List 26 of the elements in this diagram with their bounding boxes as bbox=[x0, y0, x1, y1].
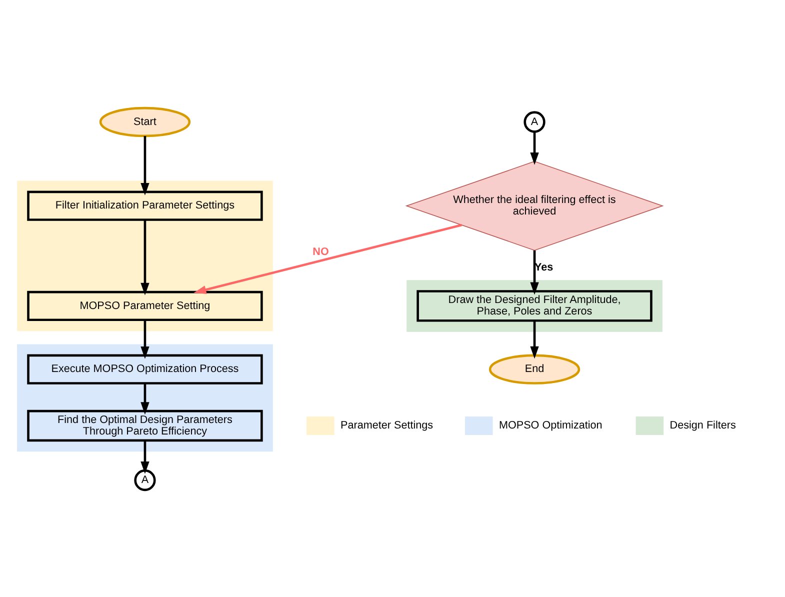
cluster bbox=[17, 180, 273, 331]
arrow bbox=[140, 382, 150, 414]
arrow bbox=[140, 440, 150, 474]
node-box: Find the Optimal Design Parameters Through Pareto Efficiency bbox=[27, 409, 263, 442]
arrow bbox=[530, 250, 539, 294]
arrow bbox=[140, 136, 150, 195]
arrow bbox=[194, 223, 462, 294]
legend-label: MOPSO Optimization bbox=[498, 419, 602, 432]
cluster bbox=[17, 344, 273, 452]
arrow bbox=[530, 320, 539, 358]
edge-label: NO bbox=[312, 245, 329, 258]
node-ellipse: Start bbox=[99, 106, 191, 137]
arrow bbox=[530, 131, 539, 164]
node-box: Execute MOPSO Optimization Process bbox=[27, 354, 263, 384]
node-box: MOPSO Parameter Setting bbox=[27, 290, 263, 321]
node-circle: A bbox=[524, 110, 546, 132]
arrow bbox=[140, 320, 150, 358]
node-circle: A bbox=[134, 468, 156, 491]
legend-label: Design Filters bbox=[670, 419, 736, 432]
legend-label: Parameter Settings bbox=[340, 419, 434, 432]
node-ellipse: End bbox=[488, 354, 580, 384]
node-diamond: Whether the ideal filtering effect is achieved bbox=[405, 160, 664, 250]
node-box: Filter Initialization Parameter Settings bbox=[27, 190, 263, 220]
arrow bbox=[140, 219, 150, 295]
node-box: Draw the Designed Filter Amplitude, Phase, Poles and Zeros bbox=[416, 290, 652, 322]
edge-label: Yes bbox=[534, 261, 554, 274]
